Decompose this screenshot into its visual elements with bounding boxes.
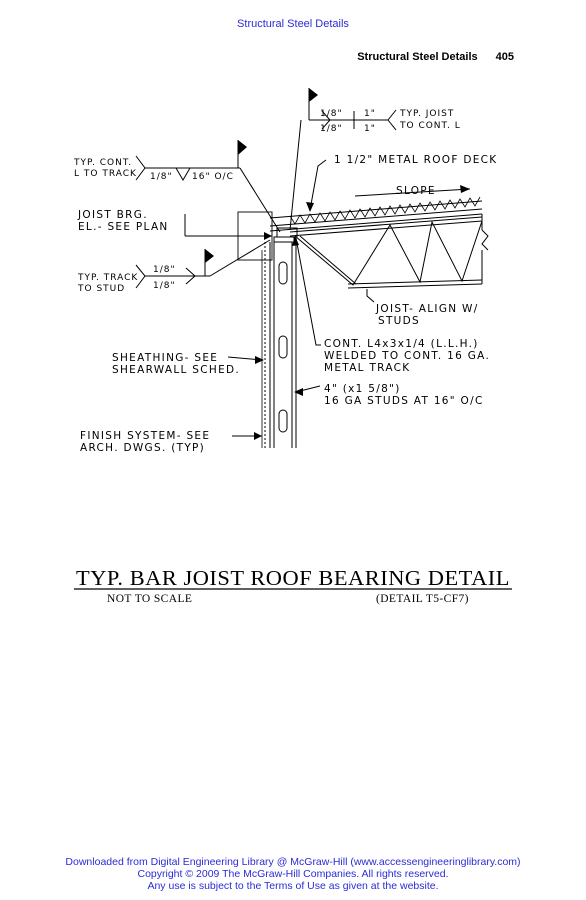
bearing-seat — [184, 211, 298, 261]
label-joist-brg-2: EL.- SEE PLAN — [78, 221, 169, 233]
label-joist-align-2: STUDS — [378, 315, 420, 327]
label-joist-align-1: JOIST- ALIGN W/ — [375, 303, 479, 315]
label-cont-angle-2: WELDED TO CONT. 16 GA. — [324, 350, 490, 362]
stud-wall — [261, 242, 297, 448]
weld-top-length-1: 1" — [364, 109, 376, 119]
weld-top-length-2: 1" — [364, 124, 376, 134]
label-joist-brg-1: JOIST BRG. — [77, 209, 148, 221]
weld-stud-note-2: TO STUD — [77, 284, 125, 294]
detail-reference: (DETAIL T5-CF7) — [376, 593, 469, 605]
label-slope: SLOPE — [396, 185, 436, 197]
label-sheathing-1: SHEATHING- SEE — [112, 352, 218, 364]
footer-line-2: Copyright © 2009 The McGraw-Hill Compani… — [137, 868, 449, 880]
weld-top-note-2: TO CONT. L — [399, 121, 461, 131]
weld-stud-size-1: 1/8" — [153, 265, 176, 275]
label-cont-angle-1: CONT. L4x3x1/4 (L.L.H.) — [324, 338, 479, 350]
label-studs-2: 16 GA STUDS AT 16" O/C — [324, 395, 484, 407]
page-number: 405 — [495, 51, 514, 63]
weld-left-note-1: TYP. CONT. — [73, 158, 132, 168]
weld-left-size: 1/8" — [150, 172, 173, 182]
weld-stud-size-2: 1/8" — [153, 281, 176, 291]
leader-lines — [227, 159, 471, 440]
footer-line-1[interactable]: Downloaded from Digital Engineering Libr… — [65, 856, 521, 868]
label-sheathing-2: SHEARWALL SCHED. — [112, 364, 240, 376]
weld-left-note-2: L TO TRACK — [74, 169, 137, 179]
weld-stud-note-1: TYP. TRACK — [77, 273, 138, 283]
bar-joist — [289, 214, 489, 289]
label-roof-deck: 1 1/2" METAL ROOF DECK — [334, 154, 498, 166]
running-title: Structural Steel Details — [357, 51, 478, 63]
detail-scale-note: NOT TO SCALE — [107, 593, 192, 605]
weld-symbol-track-stud — [135, 239, 271, 289]
label-finish-1: FINISH SYSTEM- SEE — [80, 430, 210, 442]
label-cont-angle-3: METAL TRACK — [324, 362, 410, 374]
footer: Downloaded from Digital Engineering Libr… — [0, 856, 586, 892]
label-studs-1: 4" (x1 5/8") — [324, 383, 401, 395]
weld-symbol-top — [289, 88, 397, 231]
weld-top-note-1: TYP. JOIST — [399, 109, 454, 119]
header-link[interactable]: Structural Steel Details — [237, 18, 349, 30]
label-finish-2: ARCH. DWGS. (TYP) — [80, 442, 205, 454]
weld-top-size-2: 1/8" — [320, 124, 343, 134]
footer-line-3: Any use is subject to the Terms of Use a… — [147, 880, 439, 892]
detail-title: TYP. BAR JOIST ROOF BEARING DETAIL — [76, 566, 510, 590]
weld-left-spacing: 16" O/C — [192, 172, 234, 182]
weld-top-size-1: 1/8" — [320, 109, 343, 119]
metal-roof-deck — [269, 196, 483, 232]
running-head: Structural Steel Details 405 — [357, 51, 514, 63]
weld-symbol-cont-l — [135, 140, 281, 233]
